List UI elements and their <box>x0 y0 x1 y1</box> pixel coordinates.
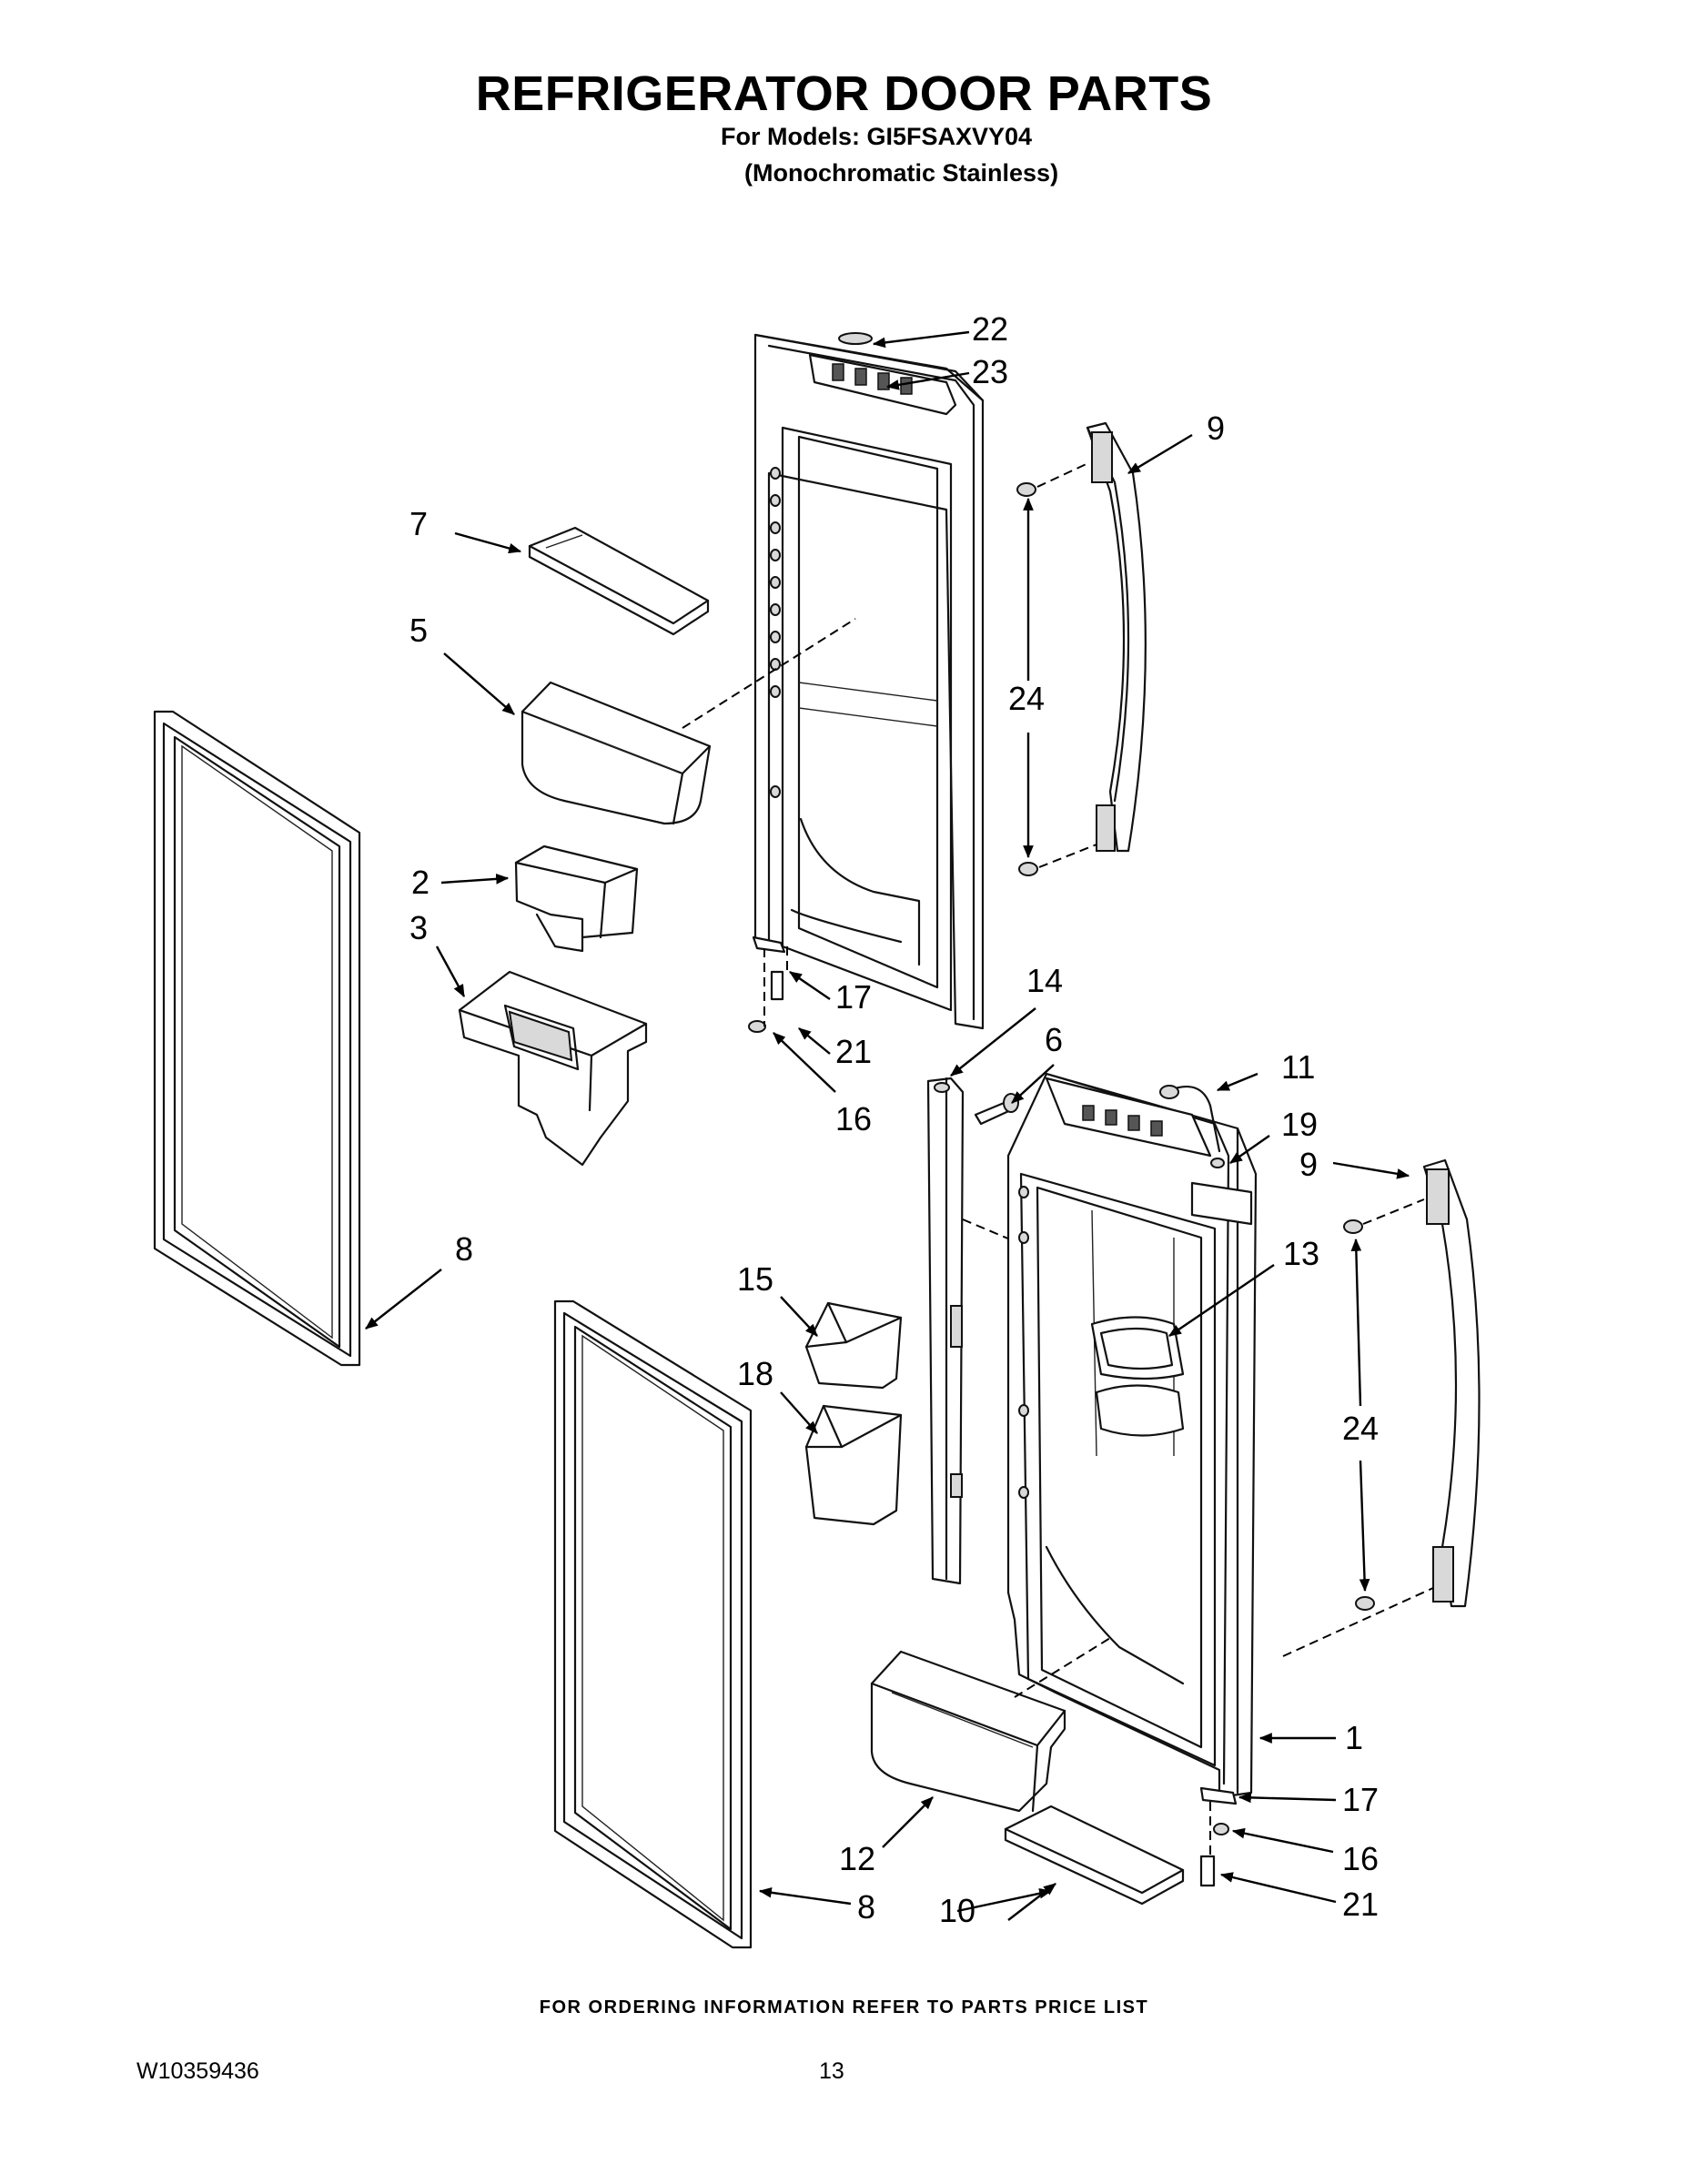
page-number: 13 <box>819 2058 844 2084</box>
callout-13: 13 <box>1283 1235 1319 1272</box>
water-tube-11 <box>1159 1085 1225 1168</box>
ice-guide-2 <box>514 844 639 953</box>
callout-21-upper: 21 <box>835 1033 872 1070</box>
callout-11: 11 <box>1281 1048 1315 1086</box>
callout-labels: 22 23 9 7 5 24 2 3 17 21 16 14 6 11 19 9… <box>409 310 1379 1929</box>
hinge-cap-22 <box>838 332 873 345</box>
callout-10: 10 <box>939 1892 975 1929</box>
small-bin-18 <box>804 1404 903 1526</box>
door-gasket-8-lower <box>553 1299 753 1949</box>
shelf-peg-holes <box>770 467 781 798</box>
models-line: For Models: GI5FSAXVY04 <box>721 123 1033 150</box>
screw-6 <box>974 1093 1019 1126</box>
variant-line: (Monochromatic Stainless) <box>744 159 1059 187</box>
callout-6: 6 <box>1045 1021 1063 1058</box>
page-title: REFRIGERATOR DOOR PARTS <box>475 66 1213 121</box>
handle-9-lower <box>1282 1158 1481 1657</box>
callout-16-lower: 16 <box>1342 1840 1379 1877</box>
dispenser-housing-13 <box>1090 1316 1185 1437</box>
callout-15: 15 <box>737 1260 773 1298</box>
door-shelf-10 <box>1004 1805 1185 1906</box>
door-bin-5 <box>521 618 856 825</box>
callout-24-lower: 24 <box>1342 1410 1379 1447</box>
callout-2: 2 <box>411 864 430 901</box>
leader-arrows <box>365 330 1410 1921</box>
callout-24-upper: 24 <box>1008 680 1045 717</box>
callout-14: 14 <box>1026 962 1063 999</box>
callout-3: 3 <box>409 909 428 946</box>
callout-17-upper: 17 <box>835 978 872 1016</box>
callout-5: 5 <box>409 612 428 649</box>
callout-12: 12 <box>839 1840 875 1877</box>
door-shelf-7 <box>528 526 710 636</box>
callout-19: 19 <box>1281 1106 1318 1143</box>
document-number: W10359436 <box>136 2058 259 2084</box>
callout-16-upper: 16 <box>835 1100 872 1138</box>
callout-22: 22 <box>972 310 1008 348</box>
ordering-note: FOR ORDERING INFORMATION REFER TO PARTS … <box>539 1997 1149 2017</box>
callout-21-lower: 21 <box>1342 1886 1379 1923</box>
callout-8-lower: 8 <box>857 1888 875 1926</box>
callout-17-lower: 17 <box>1342 1781 1379 1818</box>
callout-9-lower: 9 <box>1299 1146 1318 1183</box>
upper-hinge-cover-23 <box>808 353 957 416</box>
callout-8-upper: 8 <box>455 1230 473 1268</box>
callout-1: 1 <box>1345 1719 1363 1756</box>
callout-7: 7 <box>409 505 428 542</box>
callout-23: 23 <box>972 353 1008 390</box>
callout-18: 18 <box>737 1355 773 1392</box>
upper-hinge-hardware <box>748 935 788 1033</box>
lower-hinge-hardware <box>1199 1786 1238 1887</box>
door-peg-holes-lower <box>1018 1186 1029 1499</box>
lower-door-liner-1 <box>1006 1072 1258 1799</box>
callout-9-upper: 9 <box>1207 410 1225 447</box>
door-gasket-8-upper <box>153 710 361 1367</box>
door-bin-12 <box>870 1637 1111 1813</box>
handle-9-upper <box>1016 421 1147 876</box>
small-bin-15 <box>804 1301 903 1390</box>
hinge-cover-lower <box>1045 1077 1253 1226</box>
upper-door-liner <box>753 332 985 1030</box>
dispenser-chute-3 <box>458 970 648 1167</box>
vertical-trim-14 <box>926 1077 1011 1585</box>
